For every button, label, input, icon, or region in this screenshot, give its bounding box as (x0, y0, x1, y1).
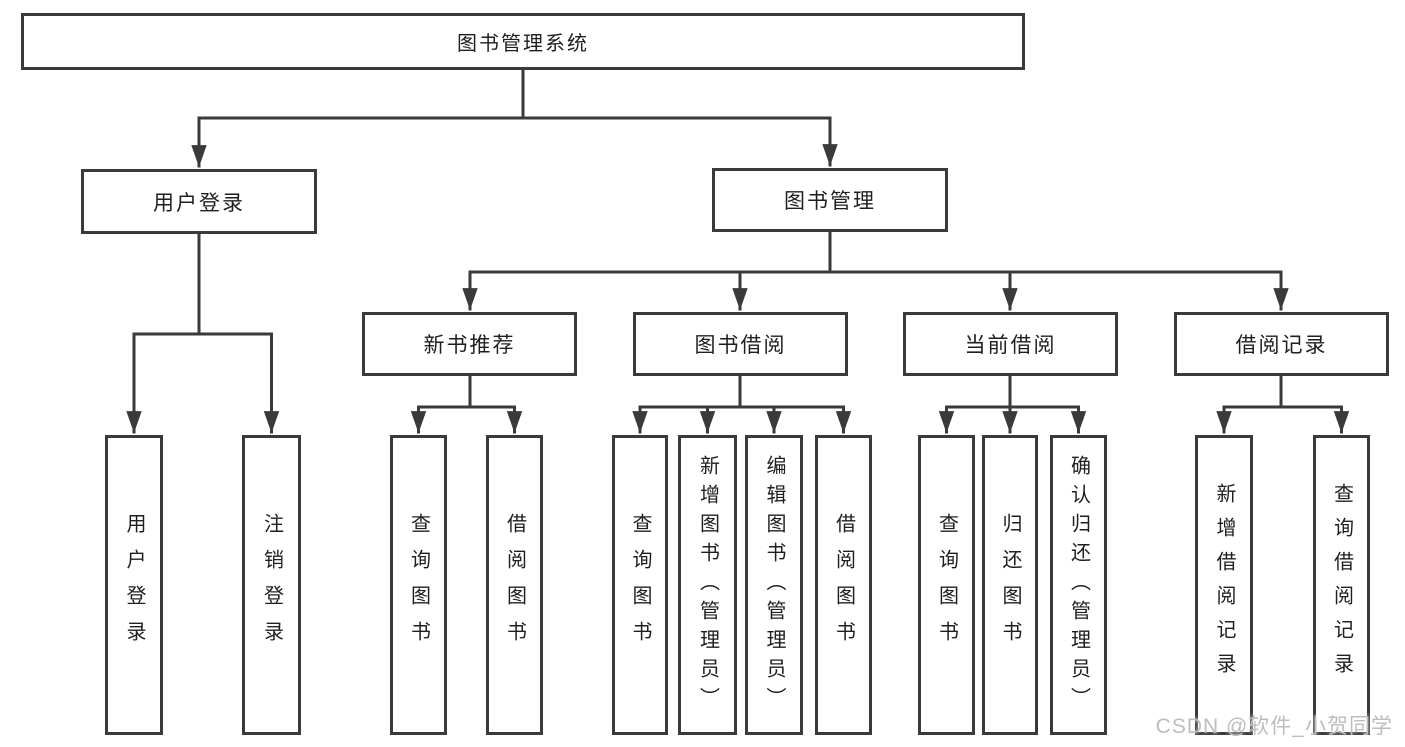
leaf-user-login: 用户登录 (105, 435, 163, 735)
watermark-text: CSDN @软件_小贺同学 (1155, 715, 1393, 738)
node-borrow-records: 借阅记录 (1174, 312, 1389, 376)
leaf-borrow-borrow-books: 借阅图书 (815, 435, 872, 735)
node-borrow-records-label: 借阅记录 (1235, 334, 1328, 357)
leaf-logout-label: 注销登录 (260, 513, 283, 657)
leaf-recommend-query-books-label: 查询图书 (407, 513, 430, 657)
node-root-system: 图书管理系统 (21, 13, 1025, 70)
leaf-records-add-record-label: 新增借阅记录 (1213, 483, 1235, 687)
node-root-system-label: 图书管理系统 (457, 33, 589, 55)
leaf-logout: 注销登录 (242, 435, 301, 735)
node-book-mgmt-branch: 图书管理 (712, 168, 948, 232)
leaf-current-confirm-return-admin: 确认归还（管理员） (1050, 435, 1107, 735)
leaf-borrow-edit-books-admin-label: 编辑图书（管理员） (763, 454, 785, 716)
node-current-borrow-label: 当前借阅 (964, 334, 1057, 357)
leaf-borrow-query-books-label: 查询图书 (629, 513, 651, 657)
leaf-borrow-query-books: 查询图书 (612, 435, 668, 735)
node-book-mgmt-branch-label: 图书管理 (784, 190, 876, 213)
node-new-book-recommend: 新书推荐 (362, 312, 577, 376)
leaf-current-query-books: 查询图书 (918, 435, 975, 735)
leaf-borrow-add-books-admin: 新增图书（管理员） (678, 435, 737, 735)
node-book-borrow: 图书借阅 (633, 312, 848, 376)
leaf-user-login-label: 用户登录 (123, 513, 145, 657)
leaf-records-add-record: 新增借阅记录 (1195, 435, 1253, 735)
leaf-borrow-add-books-admin-label: 新增图书（管理员） (696, 454, 719, 716)
node-user-login-branch-label: 用户登录 (153, 191, 245, 215)
node-user-login-branch: 用户登录 (81, 169, 317, 234)
leaf-current-return-books-label: 归还图书 (999, 513, 1021, 657)
leaf-recommend-borrow-books: 借阅图书 (486, 435, 543, 735)
leaf-records-query-record: 查询借阅记录 (1313, 435, 1370, 735)
node-book-borrow-label: 图书借阅 (694, 334, 787, 357)
leaf-borrow-edit-books-admin: 编辑图书（管理员） (745, 435, 803, 735)
leaf-current-confirm-return-admin-label: 确认归还（管理员） (1067, 454, 1090, 716)
leaf-current-query-books-label: 查询图书 (935, 513, 958, 657)
leaf-records-query-record-label: 查询借阅记录 (1330, 483, 1353, 687)
leaf-borrow-borrow-books-label: 借阅图书 (832, 513, 855, 657)
leaf-recommend-borrow-books-label: 借阅图书 (503, 513, 526, 657)
node-current-borrow: 当前借阅 (903, 312, 1118, 376)
node-new-book-recommend-label: 新书推荐 (423, 334, 516, 357)
leaf-current-return-books: 归还图书 (982, 435, 1038, 735)
leaf-recommend-query-books: 查询图书 (390, 435, 447, 735)
